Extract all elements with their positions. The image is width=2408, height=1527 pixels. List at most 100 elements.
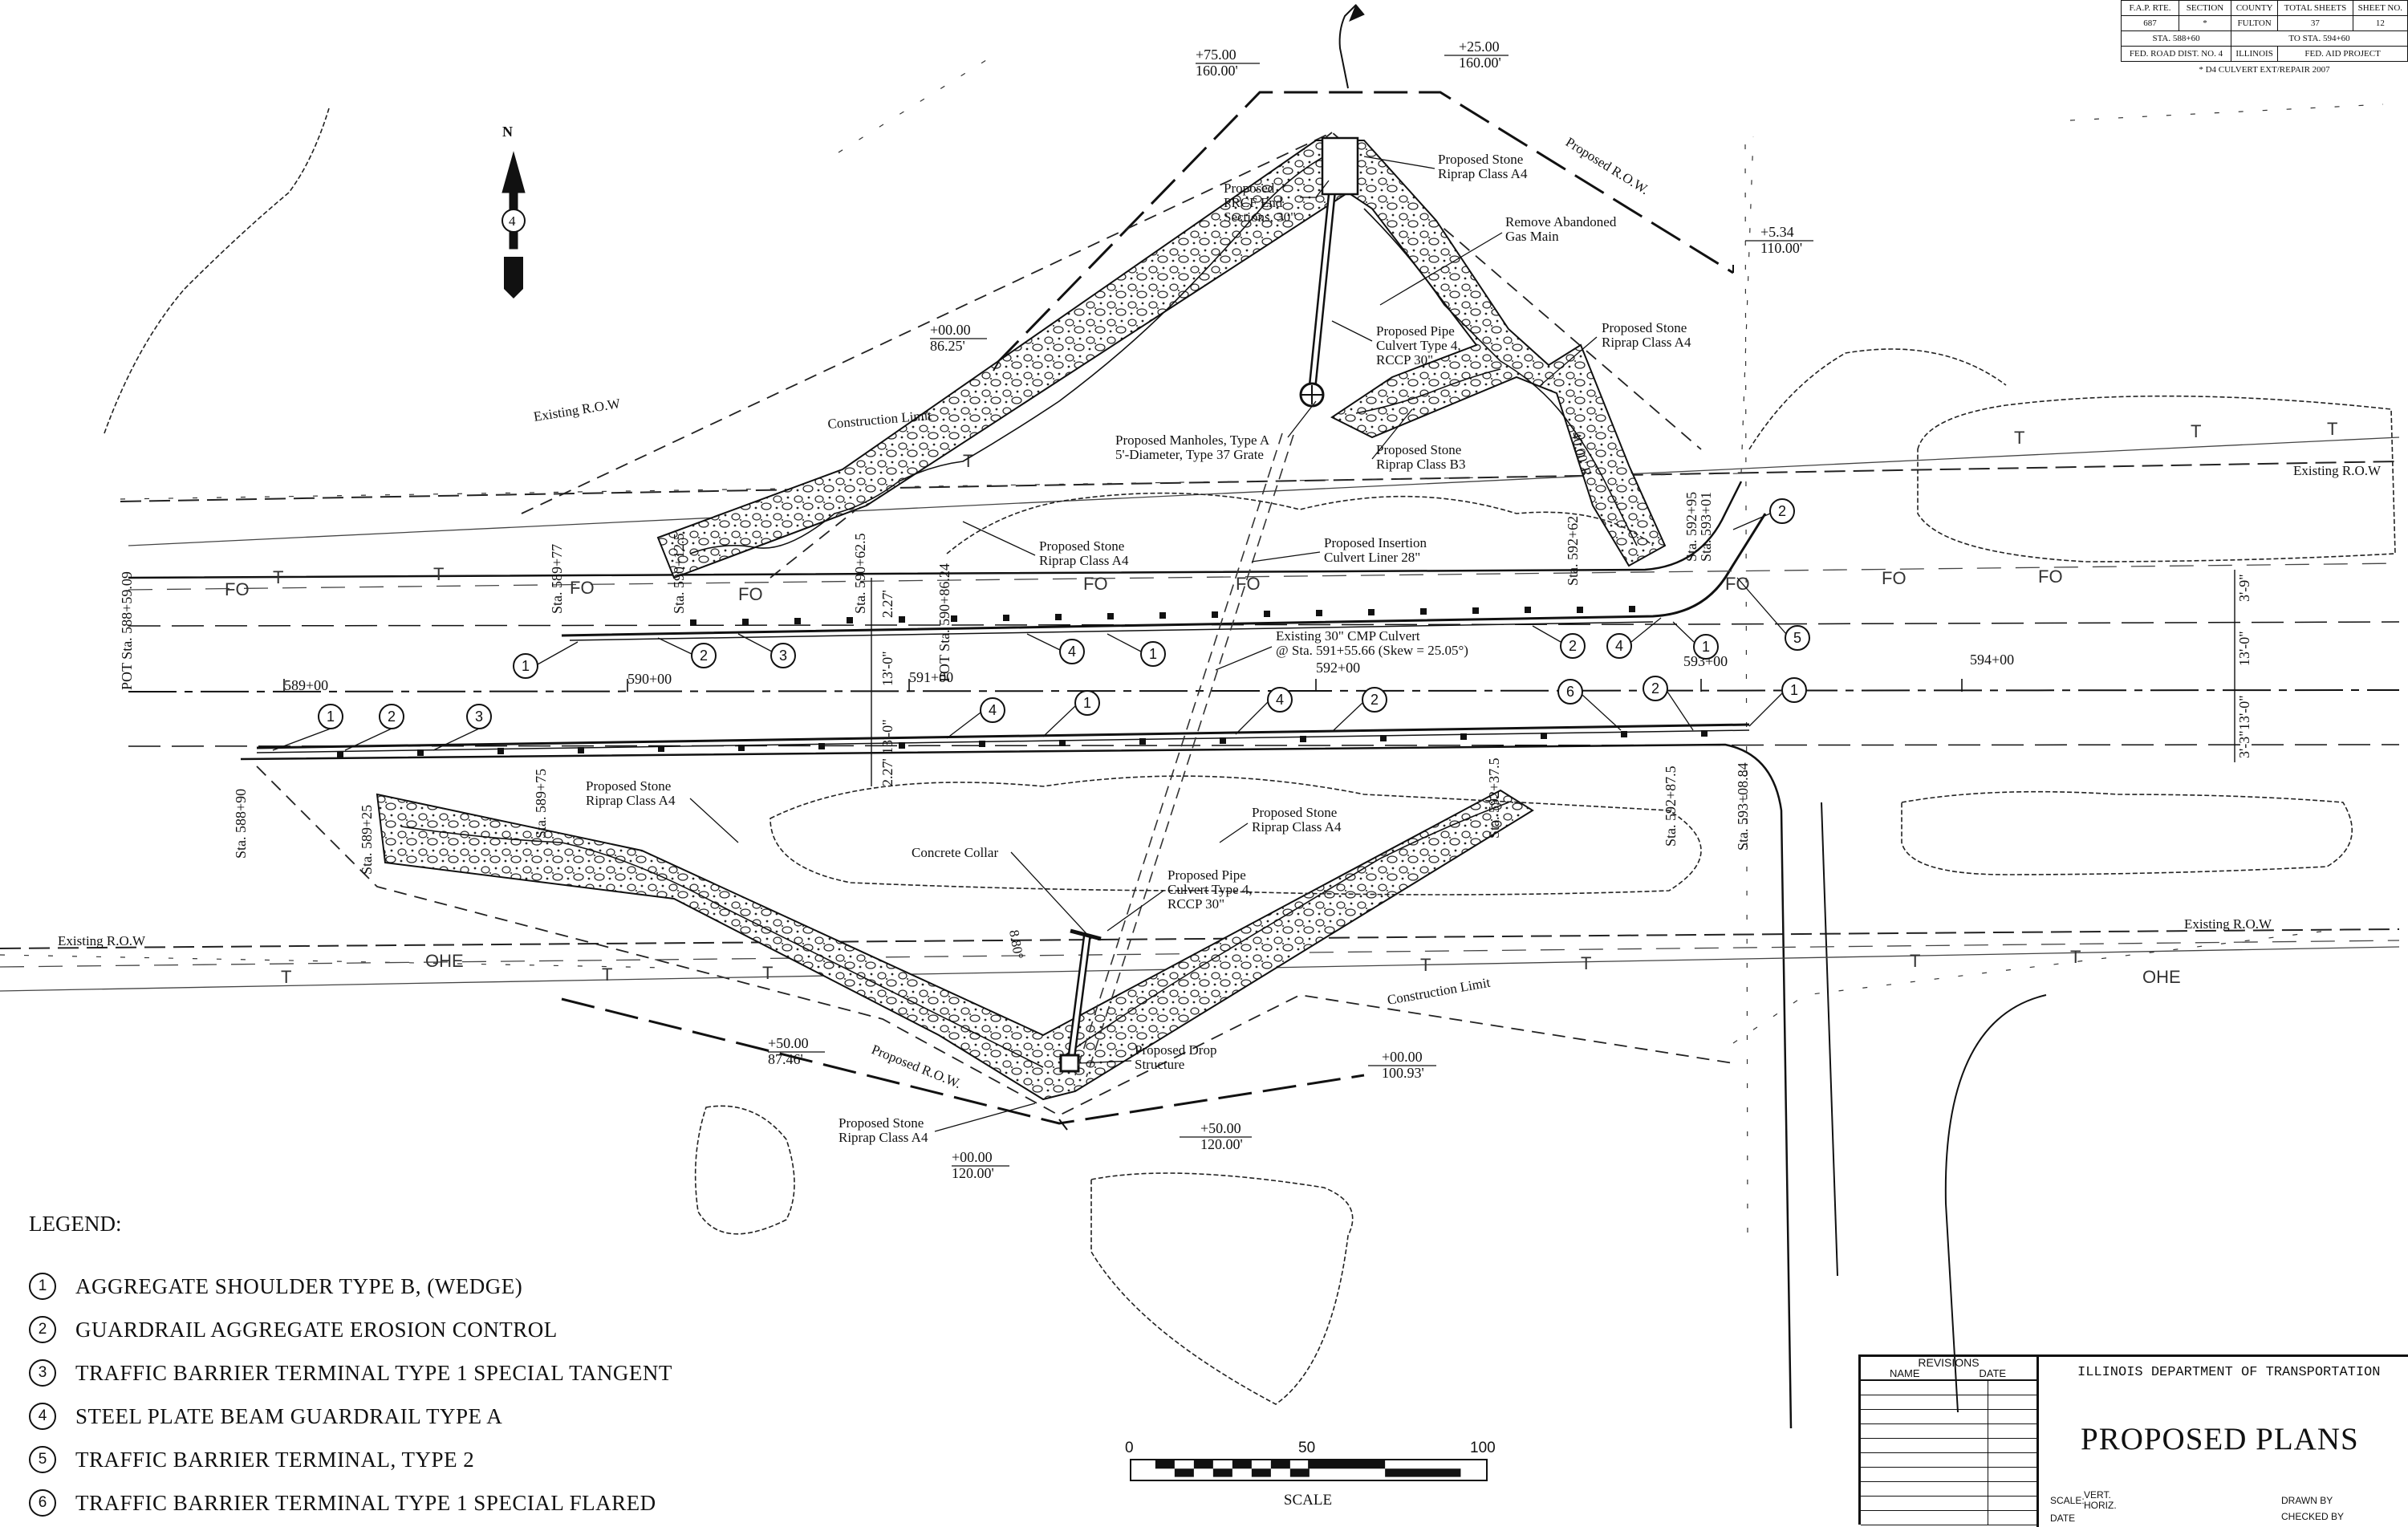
svg-text:Proposed Stone: Proposed Stone bbox=[1376, 442, 1461, 457]
fap-sta-from: STA. 588+60 bbox=[2120, 30, 2232, 47]
svg-text:RCCP 30": RCCP 30" bbox=[1167, 896, 1224, 912]
svg-text:Sta. 593+01: Sta. 593+01 bbox=[1698, 492, 1714, 562]
fap-header-county: COUNTY bbox=[2231, 0, 2279, 16]
svg-text:T: T bbox=[2191, 421, 2201, 441]
svg-text:FO: FO bbox=[570, 578, 595, 598]
svg-text:Proposed Stone: Proposed Stone bbox=[586, 778, 671, 794]
svg-text:@ Sta. 591+55.66 (Skew = 25.05: @ Sta. 591+55.66 (Skew = 25.05°) bbox=[1276, 643, 1468, 658]
svg-text:Sections, 30": Sections, 30" bbox=[1224, 209, 1296, 225]
svg-text:Culvert Type 4,: Culvert Type 4, bbox=[1376, 338, 1461, 353]
svg-text:4: 4 bbox=[1615, 638, 1623, 654]
fap-route-table: F.A.P. RTE. SECTION COUNTY TOTAL SHEETS … bbox=[2120, 0, 2408, 87]
callout-numbers: 1 2 3 4 1 2 4 1 5 2 1 2 3 4 1 4 2 6 2 1 bbox=[327, 503, 1801, 725]
fap-district: FED. ROAD DIST. NO. 4 bbox=[2120, 46, 2232, 62]
svg-text:+50.00: +50.00 bbox=[768, 1035, 809, 1051]
department-name: ILLINOIS DEPARTMENT OF TRANSPORTATION bbox=[2077, 1365, 2381, 1380]
svg-text:2: 2 bbox=[1370, 692, 1379, 708]
scale-label: SCALE: bbox=[2050, 1495, 2085, 1506]
svg-text:N: N bbox=[502, 124, 513, 140]
fap-header-section: SECTION bbox=[2178, 0, 2232, 16]
scale-horiz-label: HORIZ. bbox=[2084, 1500, 2117, 1511]
revision-row bbox=[1861, 1453, 2036, 1468]
scale-title: SCALE bbox=[1283, 1492, 1333, 1509]
existing-cmp-culvert bbox=[1074, 433, 1294, 1078]
revision-row bbox=[1861, 1410, 2036, 1424]
north-arrow-icon: N 4 bbox=[501, 124, 526, 298]
title-block: REVISIONS NAME DATE ILLINOIS DEPARTMENT … bbox=[1858, 1354, 2408, 1527]
svg-text:594+00: 594+00 bbox=[1970, 652, 2014, 668]
svg-text:T: T bbox=[2014, 428, 2024, 448]
revision-row bbox=[1861, 1497, 2036, 1511]
svg-text:Gas Main: Gas Main bbox=[1505, 229, 1559, 244]
scale-tick: 0 bbox=[1125, 1440, 1134, 1456]
legend-text: TRAFFIC BARRIER TERMINAL TYPE 1 SPECIAL … bbox=[75, 1360, 672, 1385]
fap-table: F.A.P. RTE. SECTION COUNTY TOTAL SHEETS … bbox=[2120, 0, 2408, 62]
svg-text:Proposed Stone: Proposed Stone bbox=[1252, 805, 1337, 820]
legend-number: 5 bbox=[29, 1446, 56, 1473]
svg-text:Sta. 589+75: Sta. 589+75 bbox=[533, 769, 549, 839]
offset-dimension-lines bbox=[871, 570, 2235, 786]
drawn-by-label: DRAWN BY bbox=[2281, 1495, 2333, 1506]
svg-text:1: 1 bbox=[522, 658, 530, 674]
svg-text:120.00': 120.00' bbox=[952, 1165, 994, 1181]
svg-text:13'-0": 13'-0" bbox=[879, 651, 895, 686]
svg-text:2: 2 bbox=[1651, 680, 1659, 696]
svg-text:Proposed Manholes, Type A: Proposed Manholes, Type A bbox=[1115, 433, 1270, 448]
tree-lines bbox=[104, 108, 2396, 1405]
svg-text:591+00: 591+00 bbox=[909, 669, 953, 685]
svg-text:160.00': 160.00' bbox=[1196, 63, 1238, 79]
svg-text:Existing 30" CMP Culvert: Existing 30" CMP Culvert bbox=[1276, 628, 1420, 644]
fap-value-section: * bbox=[2178, 15, 2232, 31]
svg-text:100.93': 100.93' bbox=[1382, 1065, 1424, 1081]
svg-text:589+00: 589+00 bbox=[284, 677, 328, 693]
svg-text:Sta. 592+62: Sta. 592+62 bbox=[1565, 516, 1581, 586]
scale-vert-label: VERT. bbox=[2084, 1489, 2111, 1501]
svg-text:Concrete Collar: Concrete Collar bbox=[912, 845, 998, 860]
svg-text:+00.00: +00.00 bbox=[930, 322, 971, 338]
revision-row bbox=[1861, 1468, 2036, 1482]
svg-text:Proposed R.O.W.: Proposed R.O.W. bbox=[1563, 134, 1651, 197]
revisions-table: REVISIONS NAME DATE bbox=[1861, 1357, 2039, 1527]
guardrail-posts bbox=[337, 606, 1708, 757]
svg-text:Riprap Class A4: Riprap Class A4 bbox=[1252, 819, 1342, 835]
svg-text:T: T bbox=[2070, 947, 2081, 967]
svg-text:4: 4 bbox=[1068, 644, 1076, 660]
svg-text:87.46': 87.46' bbox=[768, 1051, 803, 1067]
svg-text:1: 1 bbox=[1149, 646, 1157, 662]
dimension-labels: 2.27' 13'-0" 13'-0" 2.27' 3'-9" 13'-0" 1… bbox=[879, 574, 2252, 786]
svg-text:Riprap Class B3: Riprap Class B3 bbox=[1376, 457, 1465, 472]
svg-text:Proposed R.O.W.: Proposed R.O.W. bbox=[870, 1042, 964, 1091]
offset-labels: +00.00 86.25' +75.00 160.00' +25.00 160.… bbox=[768, 39, 1813, 1181]
fence-x-lines bbox=[0, 51, 2384, 1237]
svg-text:Culvert Type 4,: Culvert Type 4, bbox=[1167, 882, 1253, 897]
svg-text:3: 3 bbox=[475, 709, 483, 725]
scale-ticks: 0 50 100 bbox=[1123, 1440, 1509, 1459]
fap-value-rte: 687 bbox=[2121, 15, 2179, 31]
svg-text:FO: FO bbox=[1882, 568, 1907, 588]
svg-text:2: 2 bbox=[700, 648, 708, 664]
svg-text:T: T bbox=[762, 963, 773, 983]
svg-text:Proposed Pipe: Proposed Pipe bbox=[1376, 323, 1455, 339]
svg-text:1: 1 bbox=[327, 709, 335, 725]
svg-text:590+00: 590+00 bbox=[627, 671, 672, 687]
svg-text:Construction Limit: Construction Limit bbox=[1386, 975, 1491, 1008]
svg-text:Proposed Pipe: Proposed Pipe bbox=[1167, 867, 1246, 883]
svg-text:RCCP 30": RCCP 30" bbox=[1376, 352, 1433, 368]
svg-text:Proposed Stone: Proposed Stone bbox=[1039, 538, 1124, 554]
svg-text:T: T bbox=[1910, 951, 1920, 971]
svg-text:+5.34: +5.34 bbox=[1760, 224, 1794, 240]
legend-text: STEEL PLATE BEAM GUARDRAIL TYPE A bbox=[75, 1403, 503, 1428]
svg-text:Proposed: Proposed bbox=[1224, 181, 1275, 196]
fap-value-sheet: 12 bbox=[2352, 15, 2408, 31]
svg-text:+75.00: +75.00 bbox=[1196, 47, 1236, 63]
callout-circles bbox=[318, 498, 1810, 729]
svg-text:110.00': 110.00' bbox=[1760, 240, 1802, 256]
scale-tick: 50 bbox=[1298, 1440, 1316, 1456]
svg-text:3: 3 bbox=[779, 648, 787, 664]
svg-text:2: 2 bbox=[1778, 503, 1786, 519]
svg-text:13'-0": 13'-0" bbox=[2236, 631, 2252, 666]
legend-number: 6 bbox=[29, 1489, 56, 1517]
revision-row bbox=[1861, 1381, 2036, 1395]
svg-text:Riprap Class A4: Riprap Class A4 bbox=[1039, 553, 1129, 568]
